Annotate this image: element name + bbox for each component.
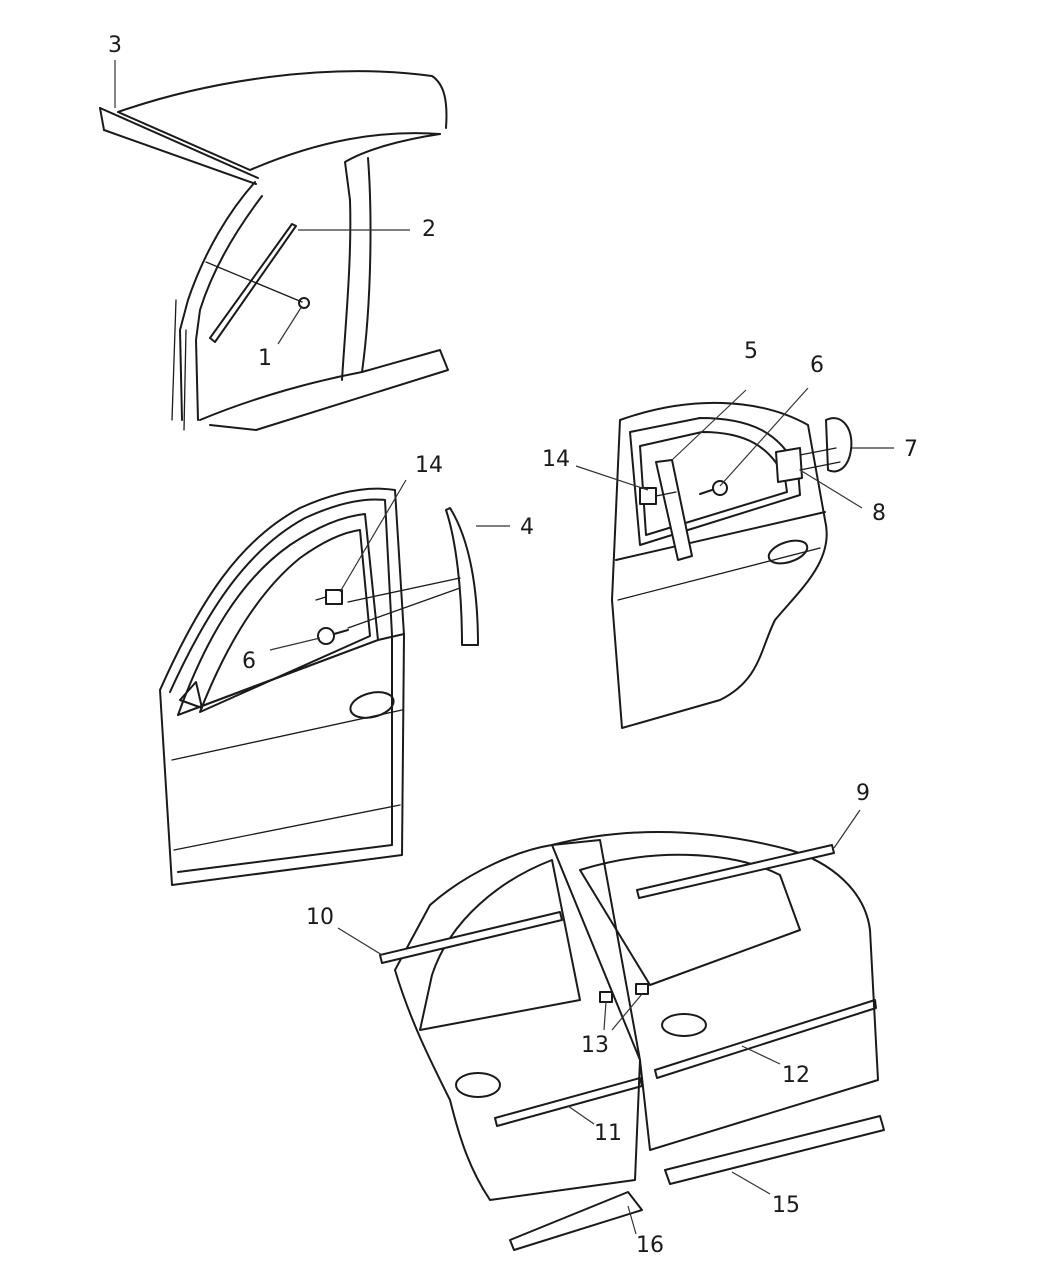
screw-part-6-front (317, 627, 335, 645)
screw-6-rear-shank (699, 489, 713, 495)
rear-door-outline (611, 401, 828, 729)
front-window-frame (177, 513, 379, 716)
rear-applique-part-5 (655, 459, 693, 561)
lower-front-handle (661, 1013, 707, 1037)
b-pillar-outer (341, 133, 441, 381)
callout-3: 3 (108, 33, 122, 58)
rear-door-assembly (611, 401, 853, 729)
lower-rear-door-outline (394, 839, 641, 1201)
rocker-panel (255, 349, 449, 431)
a-pillar-inner (195, 195, 263, 421)
leader-lines (114, 60, 894, 1235)
callout-7: 7 (904, 437, 918, 462)
lower-front-door-outline (551, 831, 879, 1151)
front-mirror-patch (179, 681, 203, 709)
roof-molding-lower (103, 129, 257, 185)
callout-12: 12 (782, 1063, 810, 1088)
sill-molding-part-15 (664, 1115, 885, 1185)
hinge-pillar-detail (171, 299, 187, 431)
front-window-glass (199, 529, 371, 713)
rear-body-molding-part-11 (494, 1077, 643, 1127)
lower-rear-handle (455, 1072, 501, 1098)
clip-14-rear-pin (655, 491, 677, 497)
sill-molding-part-16 (509, 1191, 643, 1251)
roof-front-edge (117, 111, 441, 171)
a-pillar-outer (179, 181, 256, 421)
callout-13: 13 (581, 1033, 609, 1058)
callout-16: 16 (636, 1233, 664, 1258)
clip-part-14-rear (639, 487, 657, 505)
roof-molding-end (99, 107, 105, 131)
rocker-front (209, 424, 257, 431)
lower-front-window (579, 853, 801, 986)
b-pillar-applique-part-4 (445, 507, 479, 646)
callout-labels: 3 2 1 14 4 6 5 6 14 7 8 9 10 13 12 11 15… (108, 33, 918, 1258)
callout-11: 11 (594, 1121, 622, 1146)
front-door-handle (349, 691, 395, 719)
front-belt-molding-part-9 (636, 844, 835, 899)
applique-guide-lines (347, 577, 461, 629)
roof-panel-outline (117, 70, 448, 129)
callout-14-front: 14 (415, 453, 443, 478)
a-pillar-molding (209, 223, 297, 343)
clip-part-13a (599, 991, 613, 1003)
roof-molding-strip (99, 107, 259, 179)
callout-10: 10 (306, 905, 334, 930)
part-7-guide-lines (799, 447, 841, 471)
callout-14-rear: 14 (542, 447, 570, 472)
front-door-outline (159, 487, 405, 886)
front-beltline (177, 633, 405, 716)
clip-part-13b (635, 983, 649, 995)
b-pillar-inner (361, 157, 372, 373)
callout-15: 15 (772, 1193, 800, 1218)
front-door-inner-edge (169, 498, 393, 873)
rear-window-frame (629, 417, 801, 546)
clip-part-1 (298, 297, 310, 309)
callout-6-rear: 6 (810, 353, 824, 378)
rear-door-crease (617, 547, 821, 601)
quarter-applique-part-7 (825, 417, 853, 473)
front-door-lower-crease (173, 804, 401, 851)
clip-part-14-front (325, 589, 343, 605)
rear-belt-molding-part-10 (379, 911, 563, 964)
rear-door-handle (767, 539, 809, 565)
clip-guide-line (205, 261, 303, 303)
front-body-molding-part-12 (654, 999, 877, 1079)
callout-2: 2 (422, 217, 436, 242)
screw-6-shank (333, 629, 349, 635)
seal-part-8 (775, 447, 803, 483)
callout-4: 4 (520, 515, 534, 540)
callout-6-front: 6 (242, 649, 256, 674)
callout-8: 8 (872, 501, 886, 526)
roof-body-section (99, 70, 449, 431)
rear-beltline (615, 511, 826, 561)
screw-part-6-rear (712, 480, 728, 496)
front-door-assembly (159, 487, 479, 886)
callout-1: 1 (258, 346, 272, 371)
lower-rear-window (419, 859, 581, 1031)
assembled-doors (379, 831, 885, 1251)
clip-14-pin (315, 596, 327, 601)
door-opening-sill (199, 371, 363, 421)
callout-5: 5 (744, 339, 758, 364)
callout-9: 9 (856, 781, 870, 806)
